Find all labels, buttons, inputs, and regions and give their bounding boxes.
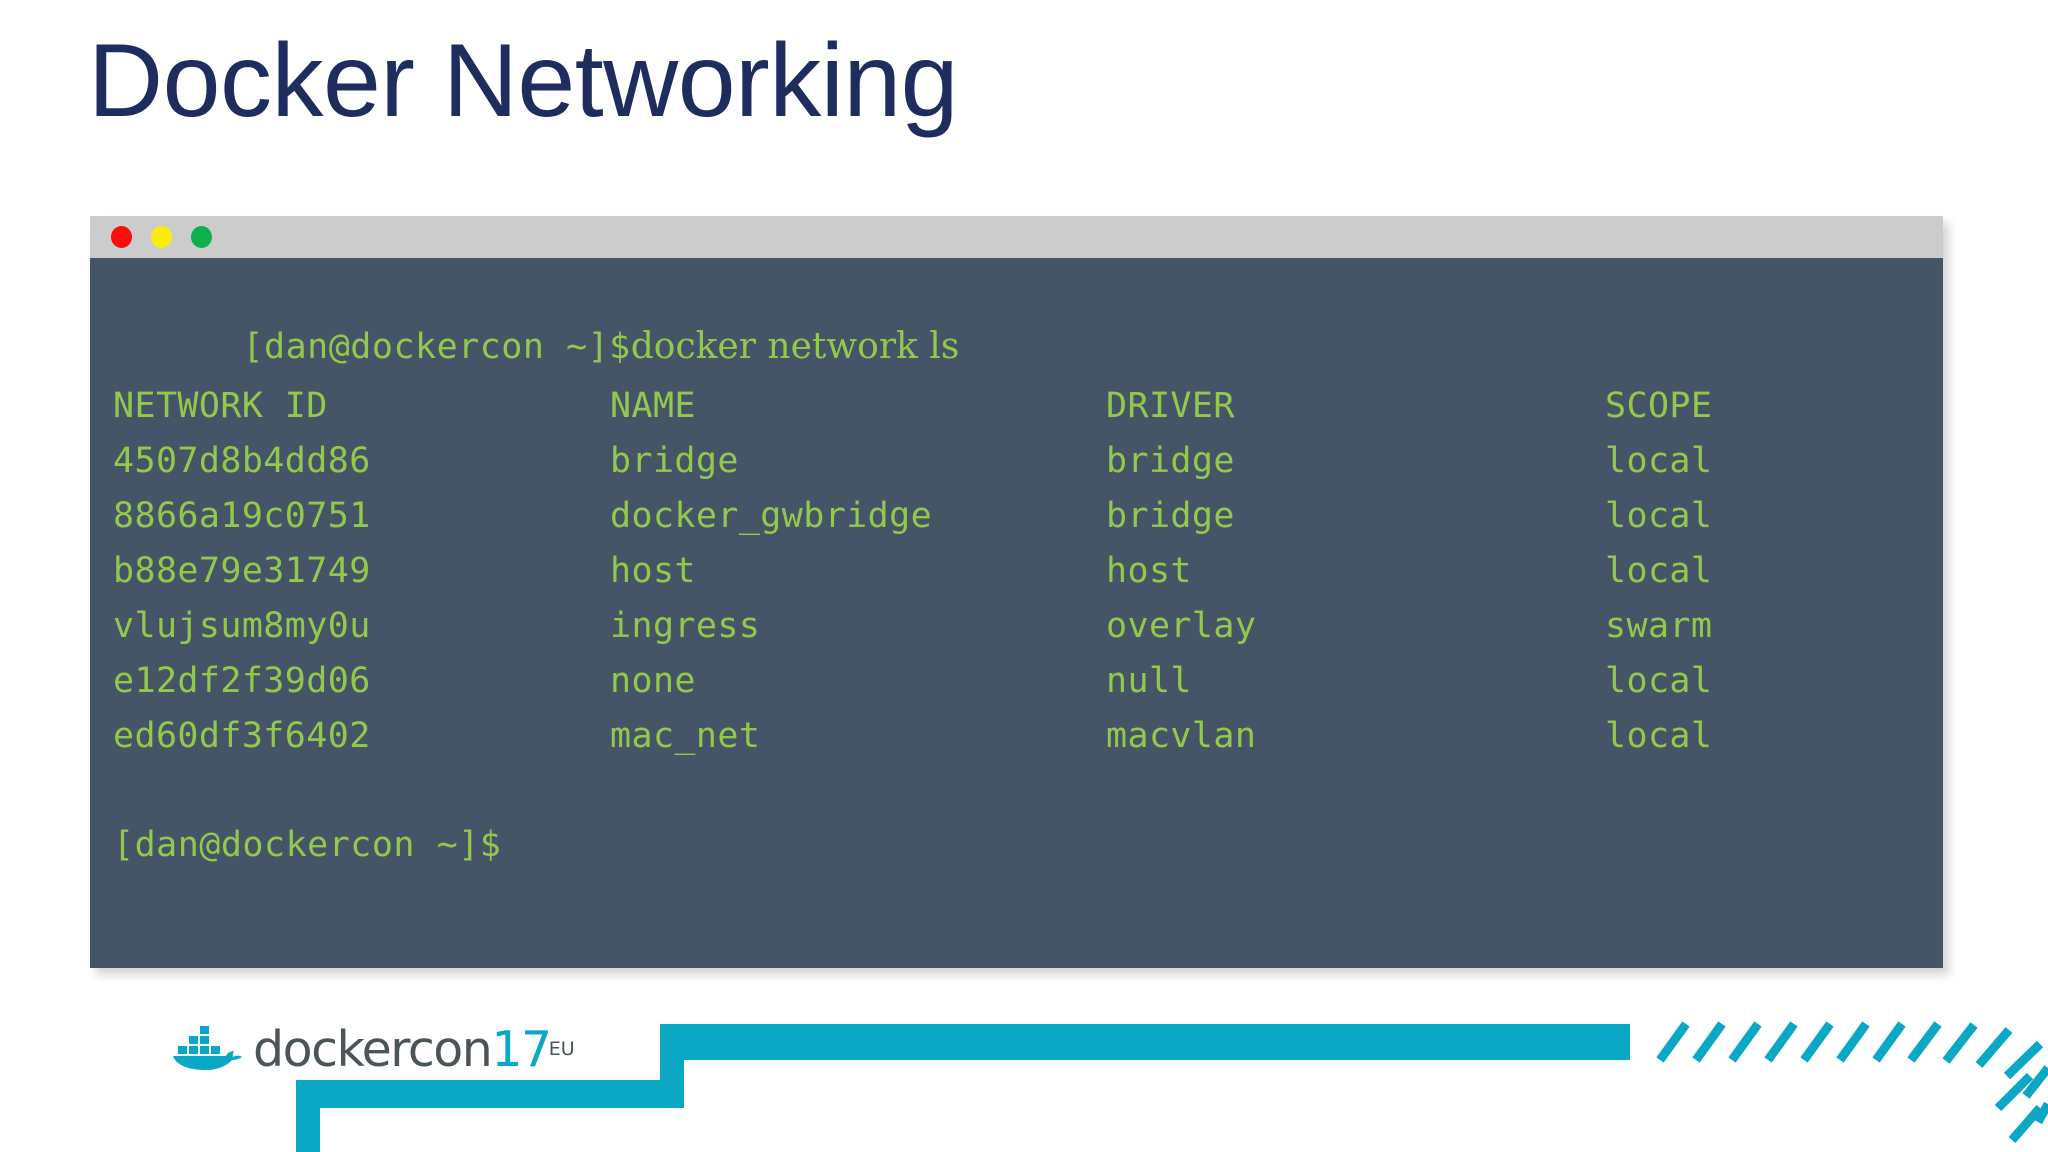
table-row: b88e79e31749 host host local (90, 551, 1943, 594)
cell-network-id: ed60df3f6402 (113, 716, 371, 756)
cell-scope: local (1605, 441, 1713, 481)
cell-driver: macvlan (1106, 716, 1257, 756)
minimize-button[interactable] (151, 226, 172, 248)
table-row: 4507d8b4dd86 bridge bridge local (90, 441, 1943, 484)
cell-name: bridge (610, 441, 739, 481)
trailing-prompt-line: [dan@dockercon ~]$ (113, 825, 502, 865)
page-title: Docker Networking (88, 23, 959, 139)
hatch-marks (1656, 1021, 2048, 1143)
cell-scope: swarm (1605, 606, 1713, 646)
column-header-scope: SCOPE (1605, 386, 1713, 426)
docker-whale-icon (173, 1026, 242, 1070)
dockercon-wordmark: dockercon17EU (253, 1025, 575, 1074)
cell-driver: host (1106, 551, 1192, 591)
cell-network-id: 8866a19c0751 (113, 496, 371, 536)
column-header-name: NAME (610, 386, 696, 426)
footer-accent-graphic (296, 1021, 2048, 1152)
logo-year: 17 (491, 1020, 552, 1078)
cell-name: host (610, 551, 696, 591)
cell-scope: local (1605, 661, 1713, 701)
logo-region: EU (548, 1037, 575, 1060)
cell-network-id: vlujsum8my0u (113, 606, 371, 646)
shell-prompt: [dan@dockercon ~]$ (242, 327, 631, 367)
close-button[interactable] (111, 226, 132, 248)
terminal-titlebar (90, 216, 1943, 258)
column-header-driver: DRIVER (1106, 386, 1235, 426)
terminal-output-area[interactable]: [dan@dockercon ~]$docker network ls NETW… (90, 258, 1943, 968)
cell-driver: bridge (1106, 496, 1235, 536)
table-header-row: NETWORK ID NAME DRIVER SCOPE (90, 386, 1943, 429)
table-row: ed60df3f6402 mac_net macvlan local (90, 716, 1943, 759)
cell-scope: local (1605, 716, 1713, 756)
terminal-window: [dan@dockercon ~]$docker network ls NETW… (90, 216, 1943, 968)
cell-name: docker_gwbridge (610, 496, 933, 536)
command-prompt-line: [dan@dockercon ~]$docker network ls (113, 286, 959, 407)
cell-network-id: e12df2f39d06 (113, 661, 371, 701)
cell-network-id: 4507d8b4dd86 (113, 441, 371, 481)
dockercon-logo: dockercon17EU (172, 1012, 575, 1074)
cell-name: mac_net (610, 716, 761, 756)
cell-scope: local (1605, 551, 1713, 591)
cell-name: none (610, 661, 696, 701)
table-row: vlujsum8my0u ingress overlay swarm (90, 606, 1943, 649)
cell-driver: null (1106, 661, 1192, 701)
teal-step-line (296, 1024, 1630, 1152)
cell-driver: overlay (1106, 606, 1257, 646)
table-row: e12df2f39d06 none null local (90, 661, 1943, 704)
logo-text: dockercon (253, 1020, 493, 1078)
table-row: 8866a19c0751 docker_gwbridge bridge loca… (90, 496, 1943, 539)
cell-scope: local (1605, 496, 1713, 536)
cell-driver: bridge (1106, 441, 1235, 481)
shell-command: docker network ls (630, 326, 960, 367)
cell-network-id: b88e79e31749 (113, 551, 371, 591)
maximize-button[interactable] (191, 226, 212, 248)
cell-name: ingress (610, 606, 761, 646)
column-header-network-id: NETWORK ID (113, 386, 328, 426)
